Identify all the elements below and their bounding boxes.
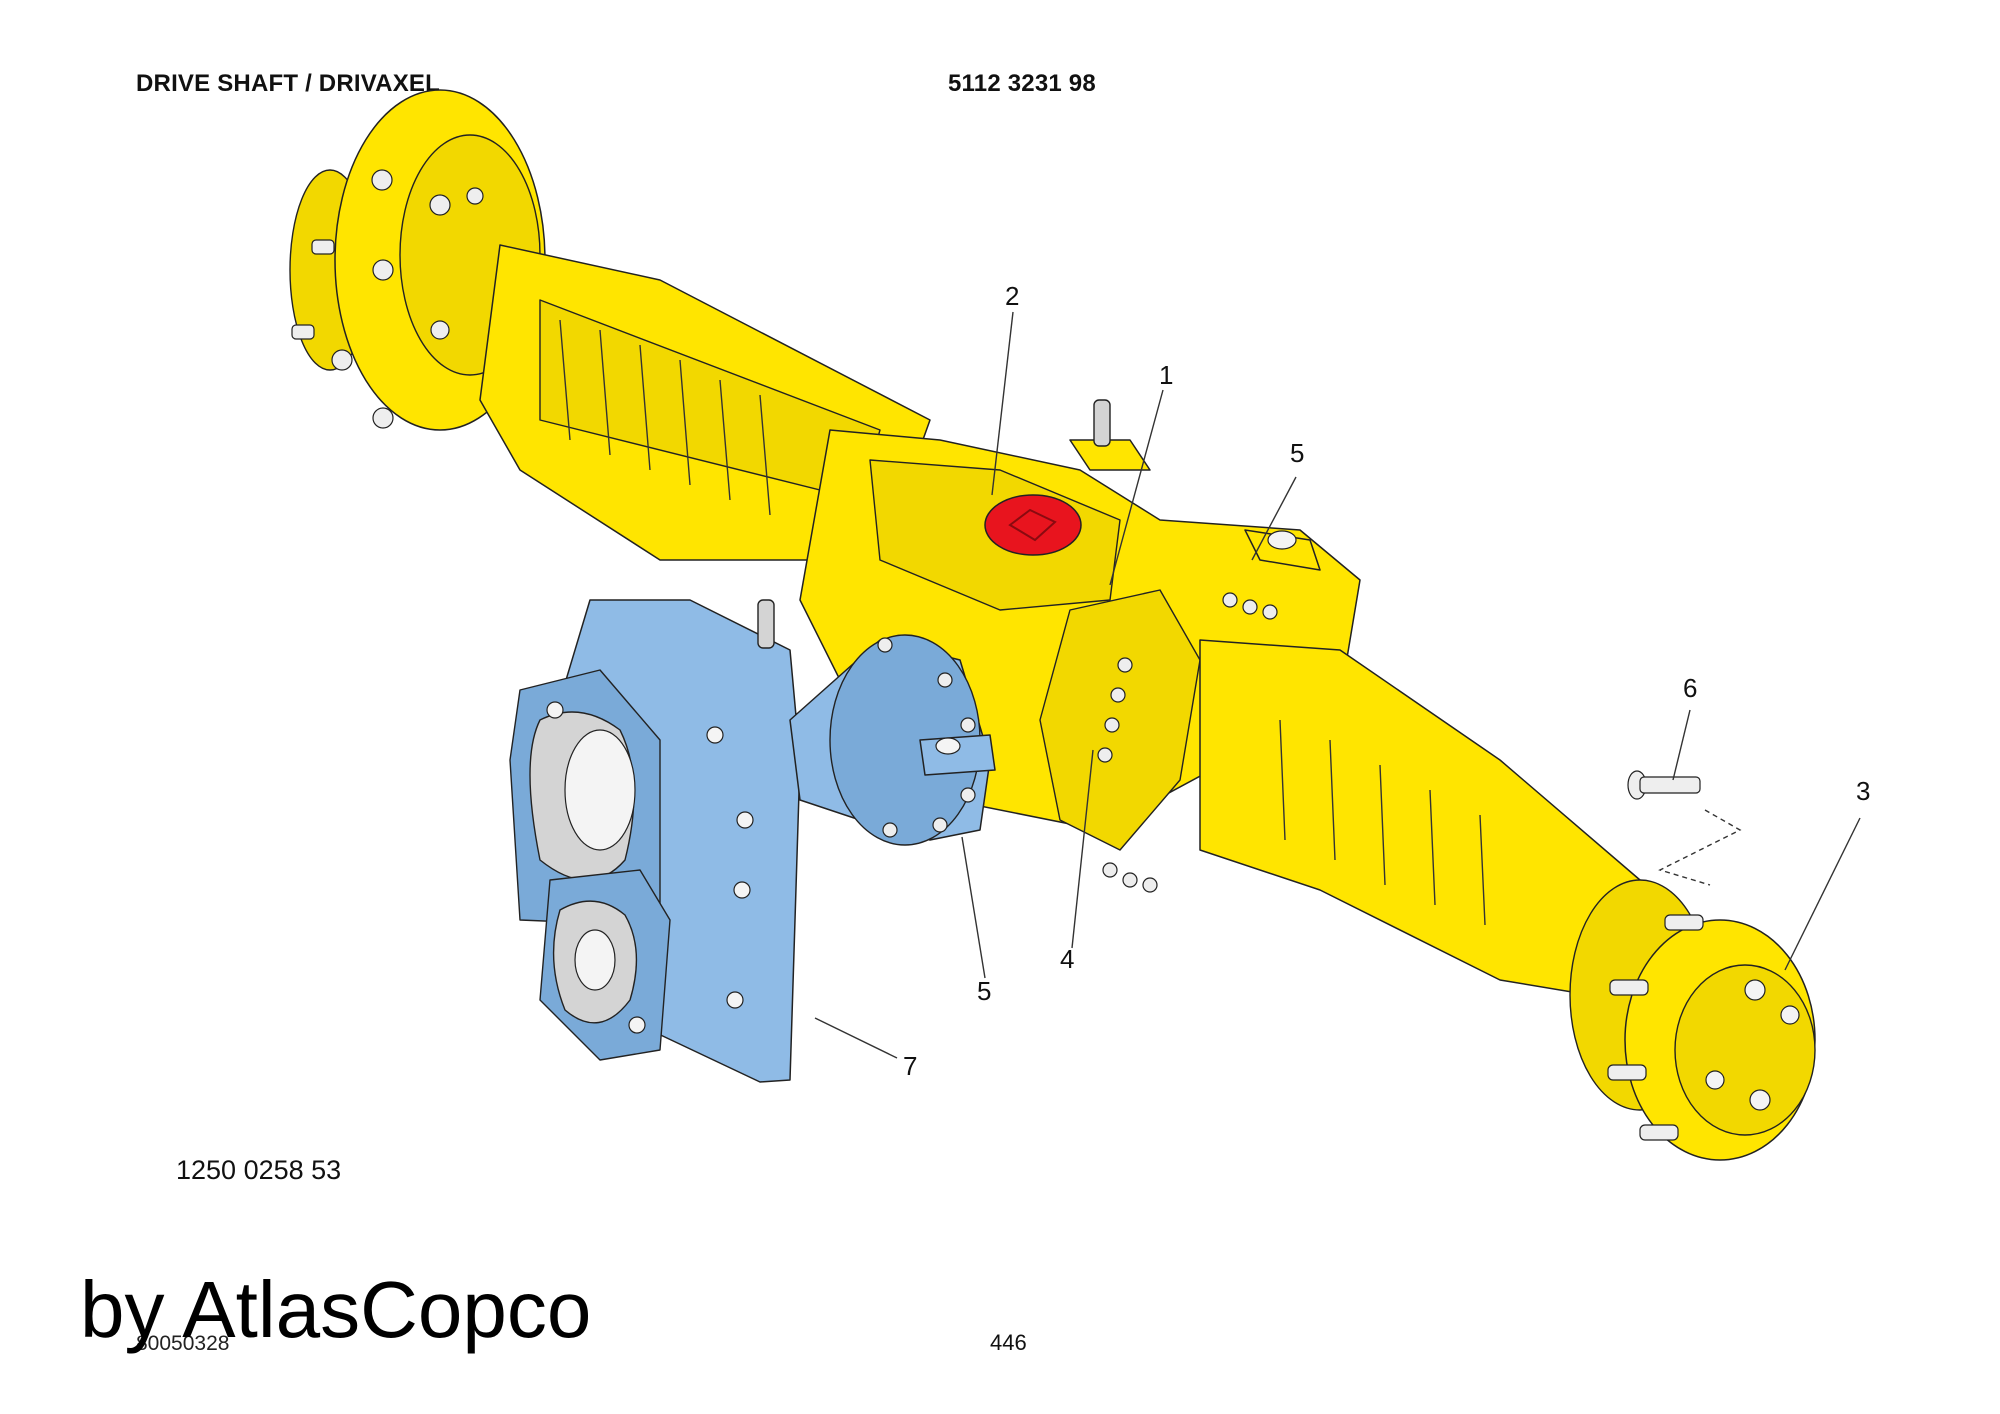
part-number: 5112 3231 98 <box>948 70 1096 97</box>
callout-6: 6 <box>1683 673 1697 703</box>
stud-6 <box>1627 770 1742 886</box>
callout-5-top: 5 <box>1290 438 1304 468</box>
red-cap <box>984 494 1082 556</box>
callout-3: 3 <box>1856 776 1870 806</box>
callout-4: 4 <box>1060 944 1074 974</box>
transfer-gearbox <box>509 599 996 1083</box>
callout-7: 7 <box>903 1051 917 1081</box>
callout-1: 1 <box>1159 360 1173 390</box>
page-number: 446 <box>990 1330 1027 1355</box>
page-title: DRIVE SHAFT / DRIVAXEL <box>136 70 440 97</box>
leader-lines <box>814 311 1861 1059</box>
watermark-text: by AtlasCopco <box>80 1265 592 1354</box>
right-axle-tube <box>1199 639 1641 1001</box>
footer-code: 80050328 <box>136 1332 230 1355</box>
right-hub <box>1569 879 1816 1161</box>
reference-number: 1250 0258 53 <box>176 1155 342 1185</box>
callout-2: 2 <box>1005 281 1019 311</box>
callout-5-bottom: 5 <box>977 976 991 1006</box>
